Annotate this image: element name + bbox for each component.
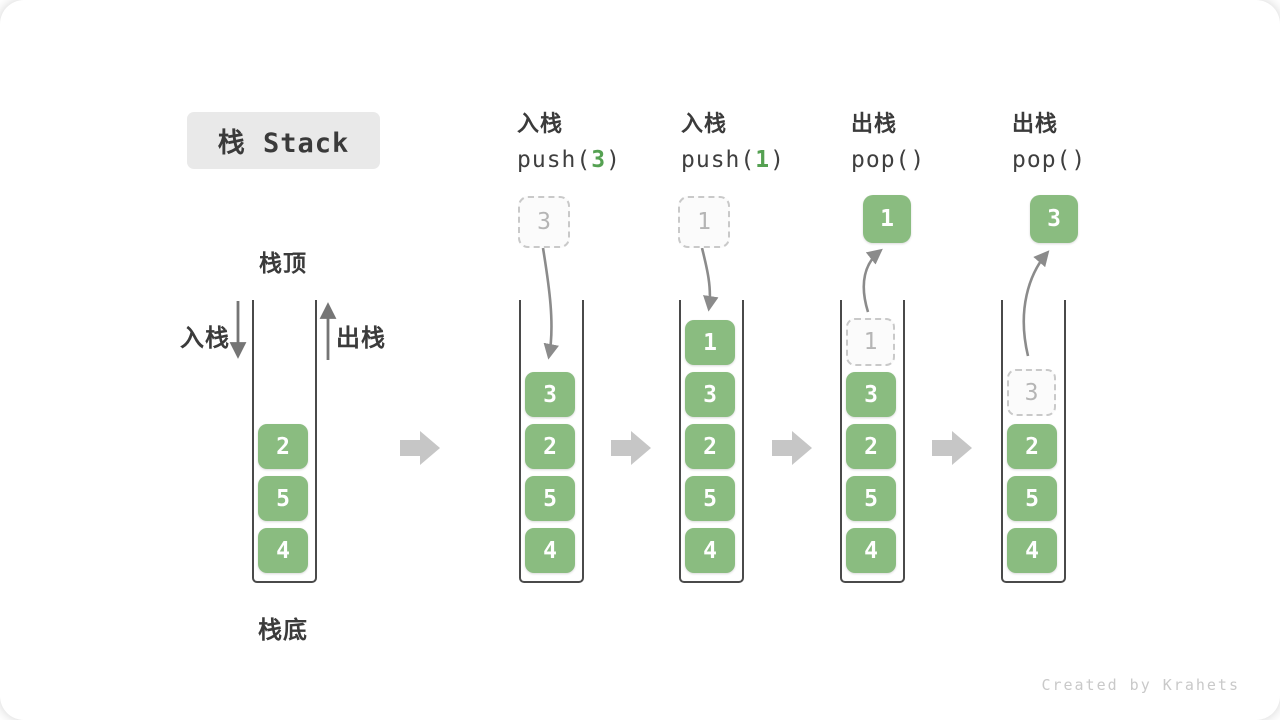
stack-item: 5	[685, 476, 735, 521]
stack-item: 4	[1007, 528, 1057, 573]
step-code-label: pop()	[1012, 147, 1087, 173]
stack-item: 2	[525, 424, 575, 469]
step-arrow-icon	[400, 431, 440, 465]
stack-item: 3	[846, 372, 896, 417]
stack-item: 5	[258, 476, 308, 521]
credit-text: Created by Krahets	[1041, 676, 1240, 694]
stack-item: 5	[846, 476, 896, 521]
step-code-label: pop()	[851, 147, 926, 173]
stack-item: 4	[846, 528, 896, 573]
float-value-box: 3	[1030, 195, 1078, 243]
stack-container	[840, 300, 905, 583]
stack-item: 2	[685, 424, 735, 469]
stack-item: 3	[525, 372, 575, 417]
step-arrow-icon	[932, 431, 972, 465]
stack-item: 2	[258, 424, 308, 469]
pop-side-label: 出栈	[336, 325, 386, 352]
step-header: 出栈 pop()	[1012, 106, 1162, 173]
stack-item: 5	[1007, 476, 1057, 521]
step-code-label: push(1)	[681, 147, 785, 173]
step-header: 入栈 push(1)	[681, 106, 831, 173]
stack-item: 4	[685, 528, 735, 573]
push-side-label: 入栈	[180, 325, 230, 352]
stack-bottom-label: 栈底	[258, 617, 308, 644]
float-value-box: 1	[678, 196, 730, 248]
step-op-label: 出栈	[1012, 111, 1059, 136]
step-arrow-icon	[611, 431, 651, 465]
stack-container	[679, 300, 744, 583]
stack-item: 2	[1007, 424, 1057, 469]
stack-item: 4	[258, 528, 308, 573]
float-value-box: 3	[518, 196, 570, 248]
stack-item: 1	[685, 320, 735, 365]
step-arrow-icon	[772, 431, 812, 465]
stack-item-removed: 1	[846, 318, 895, 366]
step-code-label: push(3)	[517, 147, 621, 173]
stack-container	[252, 300, 317, 583]
page-title: 栈 Stack	[187, 112, 380, 169]
push1-curved-arrow-icon	[700, 247, 719, 312]
stack-container	[1001, 300, 1066, 583]
stack-top-label: 栈顶	[259, 250, 307, 276]
float-value-box: 1	[863, 195, 911, 243]
step-op-label: 入栈	[681, 111, 728, 136]
stack-item: 5	[525, 476, 575, 521]
step-header: 出栈 pop()	[851, 106, 1001, 173]
stack-item-removed: 3	[1007, 369, 1056, 416]
stack-item: 2	[846, 424, 896, 469]
step-op-label: 出栈	[851, 111, 898, 136]
step-header: 入栈 push(3)	[517, 106, 667, 173]
stack-item: 4	[525, 528, 575, 573]
step-op-label: 入栈	[517, 111, 564, 136]
stack-container	[519, 300, 584, 583]
stack-item: 3	[685, 372, 735, 417]
